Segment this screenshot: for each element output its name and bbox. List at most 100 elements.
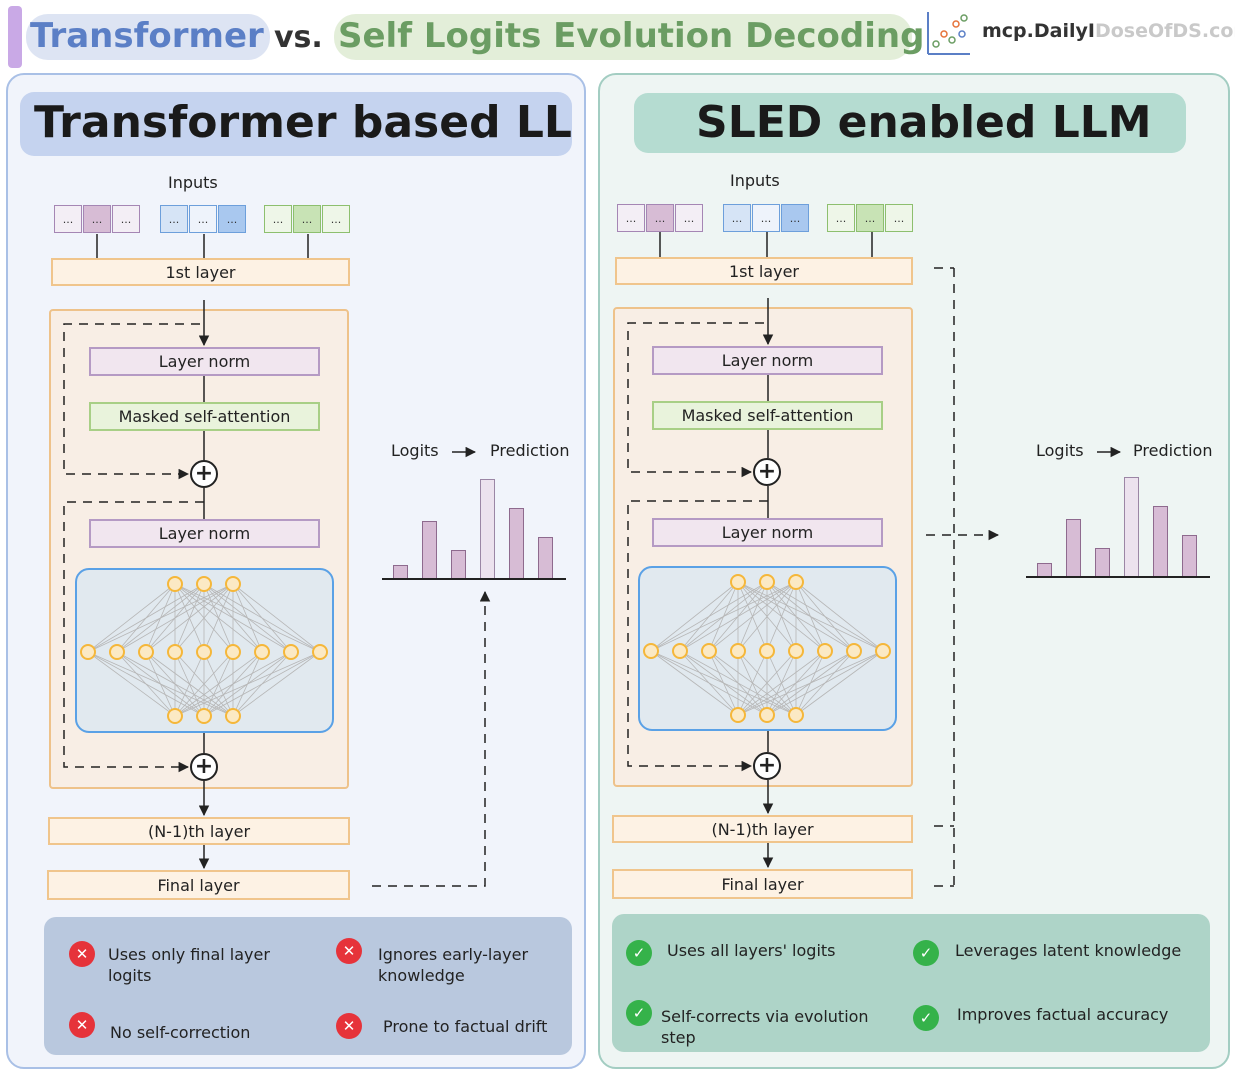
neuron-node xyxy=(138,644,154,660)
neuron-node xyxy=(196,644,212,660)
neuron-node xyxy=(196,576,212,592)
limitation-text: Prone to factual drift xyxy=(383,1017,548,1036)
transformer-panel-title: Transformer based LLM xyxy=(20,92,572,156)
residual-add-icon: + xyxy=(753,458,781,486)
nn-connection xyxy=(737,581,797,652)
neuron-node xyxy=(80,644,96,660)
final-layer-box: Final layer xyxy=(47,870,350,900)
input-token: ... xyxy=(322,205,350,233)
neuron-node xyxy=(254,644,270,660)
residual-add-icon: + xyxy=(190,460,218,488)
nn-connection xyxy=(232,583,321,653)
nn-connection xyxy=(708,581,797,652)
header-title-left: Transformer xyxy=(30,16,264,56)
neural-net-logo-icon xyxy=(927,12,970,55)
logits-label: Logits xyxy=(391,441,439,460)
nn-connection xyxy=(737,650,768,716)
input-token: ... xyxy=(646,204,674,232)
neuron-node xyxy=(643,643,659,659)
neuron-node xyxy=(759,574,775,590)
limitation-text: Ignores early-layer knowledge xyxy=(378,945,529,985)
neuron-node xyxy=(167,644,183,660)
header-accent-bar xyxy=(8,6,22,68)
neuron-node xyxy=(225,576,241,592)
residual-add-icon: + xyxy=(190,753,218,781)
neural-network-graphic xyxy=(80,576,328,724)
layer-norm-box: Layer norm xyxy=(652,518,883,547)
header-highlight-2 xyxy=(334,14,912,60)
check-icon: ✓ xyxy=(626,1000,652,1026)
input-token: ... xyxy=(885,204,913,232)
neuron-node xyxy=(109,644,125,660)
neural-network-graphic xyxy=(643,574,891,723)
neuron-node xyxy=(283,644,299,660)
nn-connection xyxy=(116,583,234,653)
input-token: ... xyxy=(264,205,292,233)
prediction-label: Prediction xyxy=(490,441,570,460)
input-token: ... xyxy=(54,205,82,233)
inputs-label: Inputs xyxy=(730,171,780,190)
benefit-text: Improves factual accuracy xyxy=(957,1005,1169,1024)
nn-connection xyxy=(174,651,234,717)
nn-connection xyxy=(737,650,797,716)
nn-connection xyxy=(145,651,176,717)
nn-connection xyxy=(737,650,884,716)
input-token: ... xyxy=(827,204,855,232)
n-minus-1-layer-box: (N-1)th layer xyxy=(612,815,913,843)
input-token: ... xyxy=(723,204,751,232)
input-token: ... xyxy=(675,204,703,232)
nn-connection xyxy=(766,581,797,652)
neuron-node xyxy=(846,643,862,659)
neuron-node xyxy=(788,643,804,659)
brand-text: mcp.DailyIDoseOfDS.com xyxy=(982,20,1235,42)
input-token: ... xyxy=(218,205,246,233)
input-token: ... xyxy=(617,204,645,232)
check-icon: ✓ xyxy=(913,940,939,966)
header-title-vs: vs. xyxy=(274,20,323,55)
logits-label: Logits xyxy=(1036,441,1084,460)
nn-connection xyxy=(174,583,234,653)
nn-connection xyxy=(679,650,739,716)
prediction-label: Prediction xyxy=(1133,441,1213,460)
nn-connection xyxy=(174,651,205,717)
x-icon: ✕ xyxy=(336,938,362,964)
x-icon: ✕ xyxy=(69,1012,95,1038)
nn-connection xyxy=(174,651,263,717)
limitation-text: No self-correction xyxy=(110,1023,251,1042)
check-icon: ✓ xyxy=(626,940,652,966)
header-highlight-1 xyxy=(26,14,270,60)
input-token: ... xyxy=(112,205,140,233)
neuron-node xyxy=(312,644,328,660)
layer-norm-box: Layer norm xyxy=(89,519,320,548)
neuron-node xyxy=(672,643,688,659)
layer-norm-box: Layer norm xyxy=(652,346,883,375)
nn-connection xyxy=(650,650,739,716)
nn-connection xyxy=(87,651,176,717)
nn-connection xyxy=(795,581,855,652)
nn-connection xyxy=(708,650,739,716)
masked-self-attention-box: Masked self-attention xyxy=(89,402,320,431)
nn-connection xyxy=(766,650,884,716)
nn-connection xyxy=(679,581,797,652)
neuron-node xyxy=(225,708,241,724)
neuron-node xyxy=(730,643,746,659)
neuron-node xyxy=(759,643,775,659)
masked-self-attention-box: Masked self-attention xyxy=(652,401,883,430)
inputs-label: Inputs xyxy=(168,173,218,192)
first-layer-box: 1st layer xyxy=(615,257,913,285)
nn-connection xyxy=(87,583,234,653)
input-token: ... xyxy=(189,205,217,233)
benefit-text: Self-corrects via evolution step xyxy=(661,1007,869,1047)
nn-connection xyxy=(174,651,292,717)
neuron-node xyxy=(167,576,183,592)
x-icon: ✕ xyxy=(69,941,95,967)
neuron-node xyxy=(788,707,804,723)
nn-connection xyxy=(650,581,797,652)
neuron-node xyxy=(225,644,241,660)
nn-connection xyxy=(145,583,234,653)
header-title-right: Self Logits Evolution Decoding xyxy=(338,16,925,56)
nn-connection xyxy=(232,583,263,653)
limitation-text: Uses only final layer logits xyxy=(108,945,270,985)
neuron-node xyxy=(167,708,183,724)
